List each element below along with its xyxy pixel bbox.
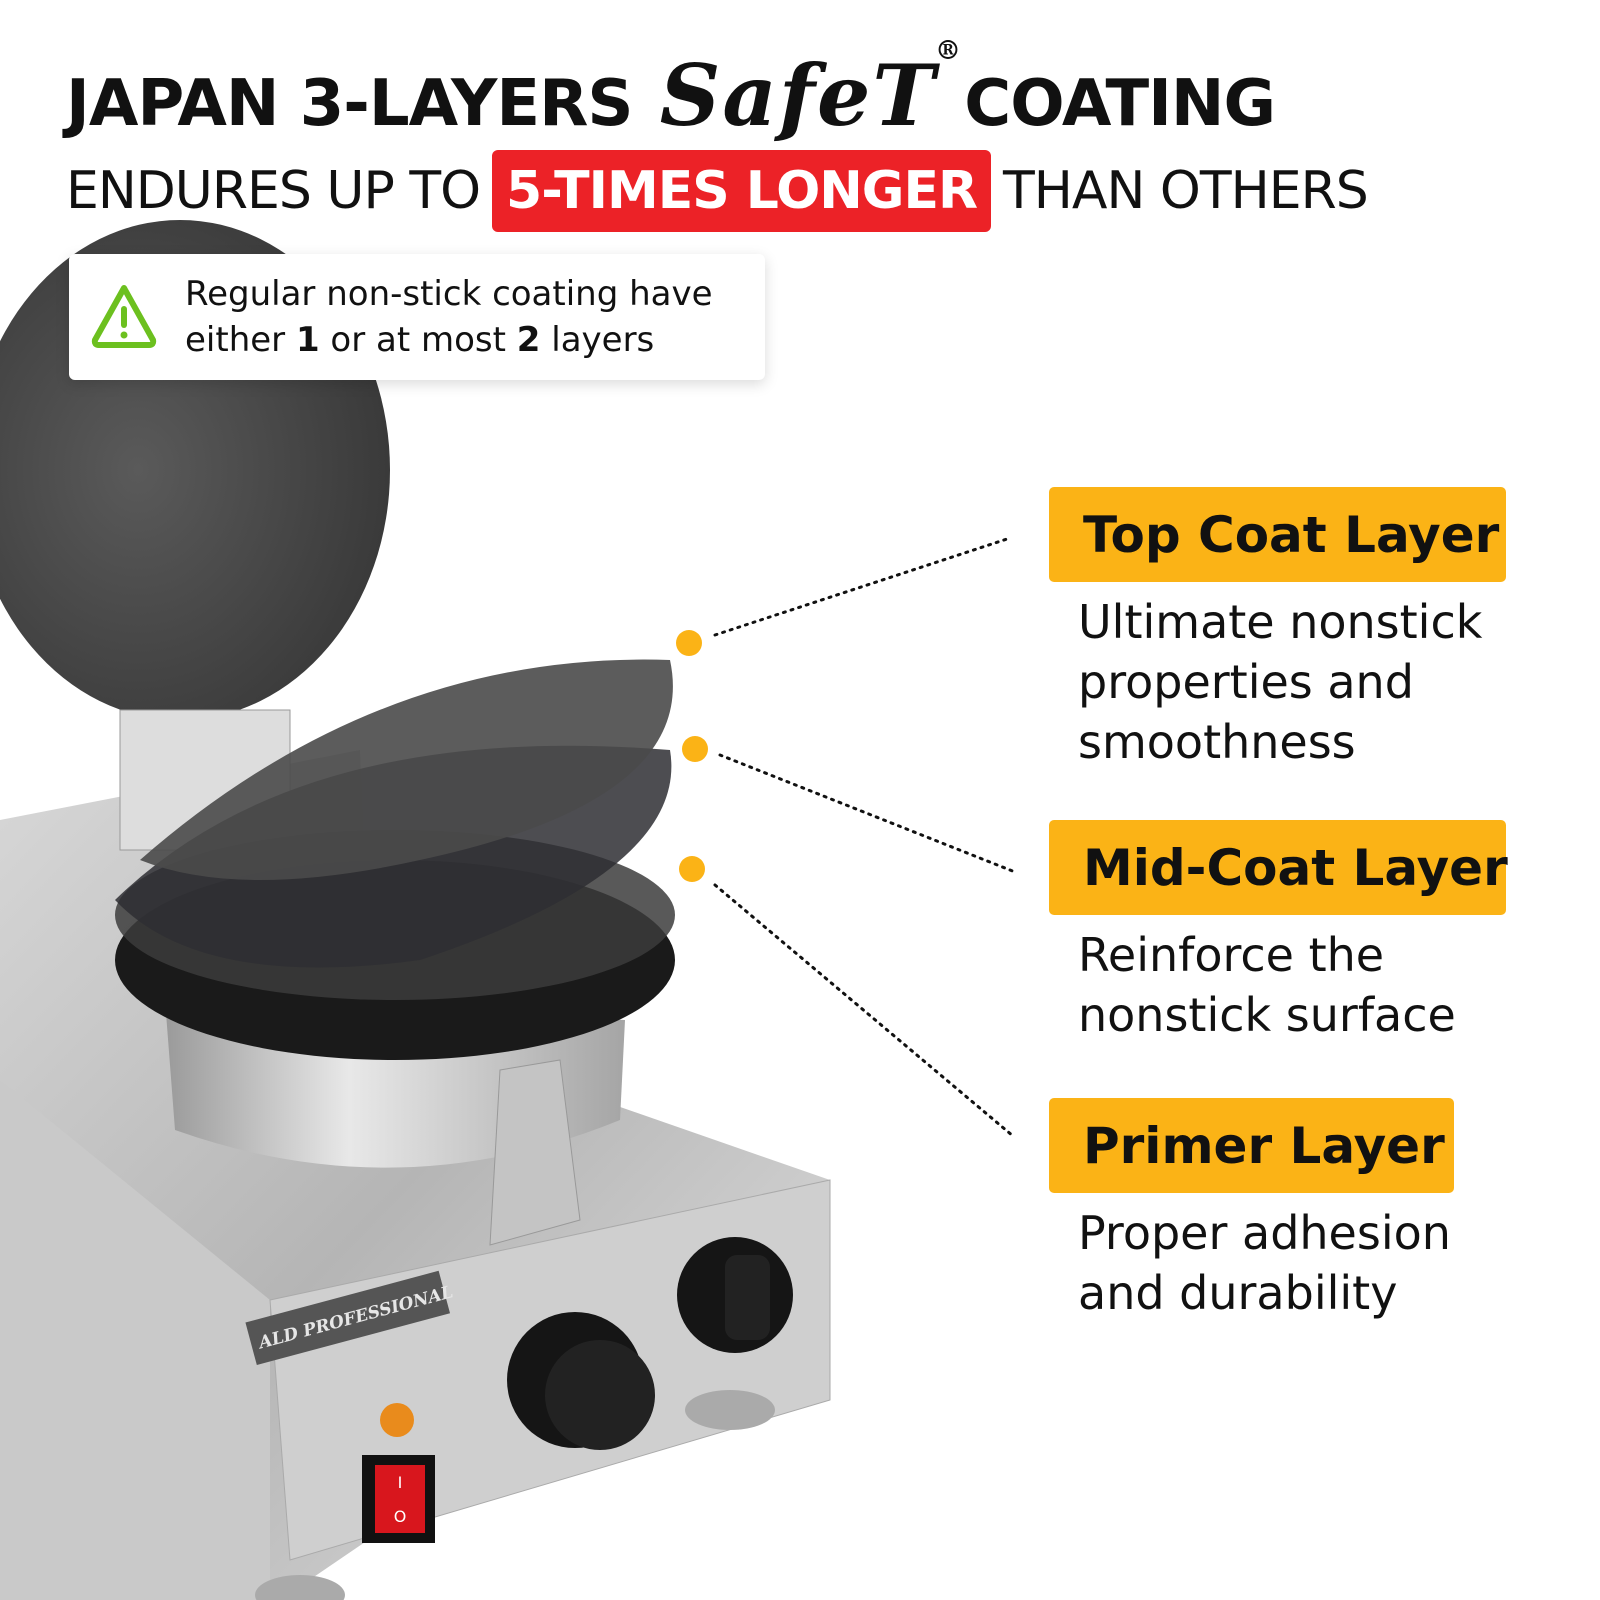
brand-logo: SafeT® (659, 36, 963, 145)
callout-text: Regular non-stick coating have either 1 … (185, 274, 713, 360)
subtitle-suffix: THAN OTHERS (1003, 161, 1369, 221)
layer-marker-dots (676, 630, 708, 882)
info-callout: Regular non-stick coating have either 1 … (69, 254, 765, 380)
leader-lines (713, 537, 1017, 1138)
indicator-lamp (380, 1403, 414, 1437)
top-coat-label: Top Coat Layer (1049, 487, 1506, 582)
subtitle-prefix: ENDURES UP TO (66, 161, 481, 221)
warning-triangle-icon (91, 285, 157, 348)
switch-off-mark: O (394, 1507, 407, 1526)
power-switch (375, 1465, 425, 1533)
switch-on-mark: I (398, 1473, 403, 1492)
subtitle: ENDURES UP TO 5-TIMES LONGER THAN OTHERS (66, 150, 1369, 232)
title-prefix: JAPAN 3-LAYERS (66, 67, 633, 141)
page-title: JAPAN 3-LAYERS SafeT® COATING (66, 36, 1276, 145)
title-suffix: COATING (964, 67, 1276, 141)
subtitle-highlight: 5-TIMES LONGER (492, 150, 992, 232)
mid-coat-label: Mid-Coat Layer (1049, 820, 1508, 915)
registered-mark: ® (934, 36, 963, 66)
primer-label: Primer Layer (1049, 1098, 1454, 1193)
